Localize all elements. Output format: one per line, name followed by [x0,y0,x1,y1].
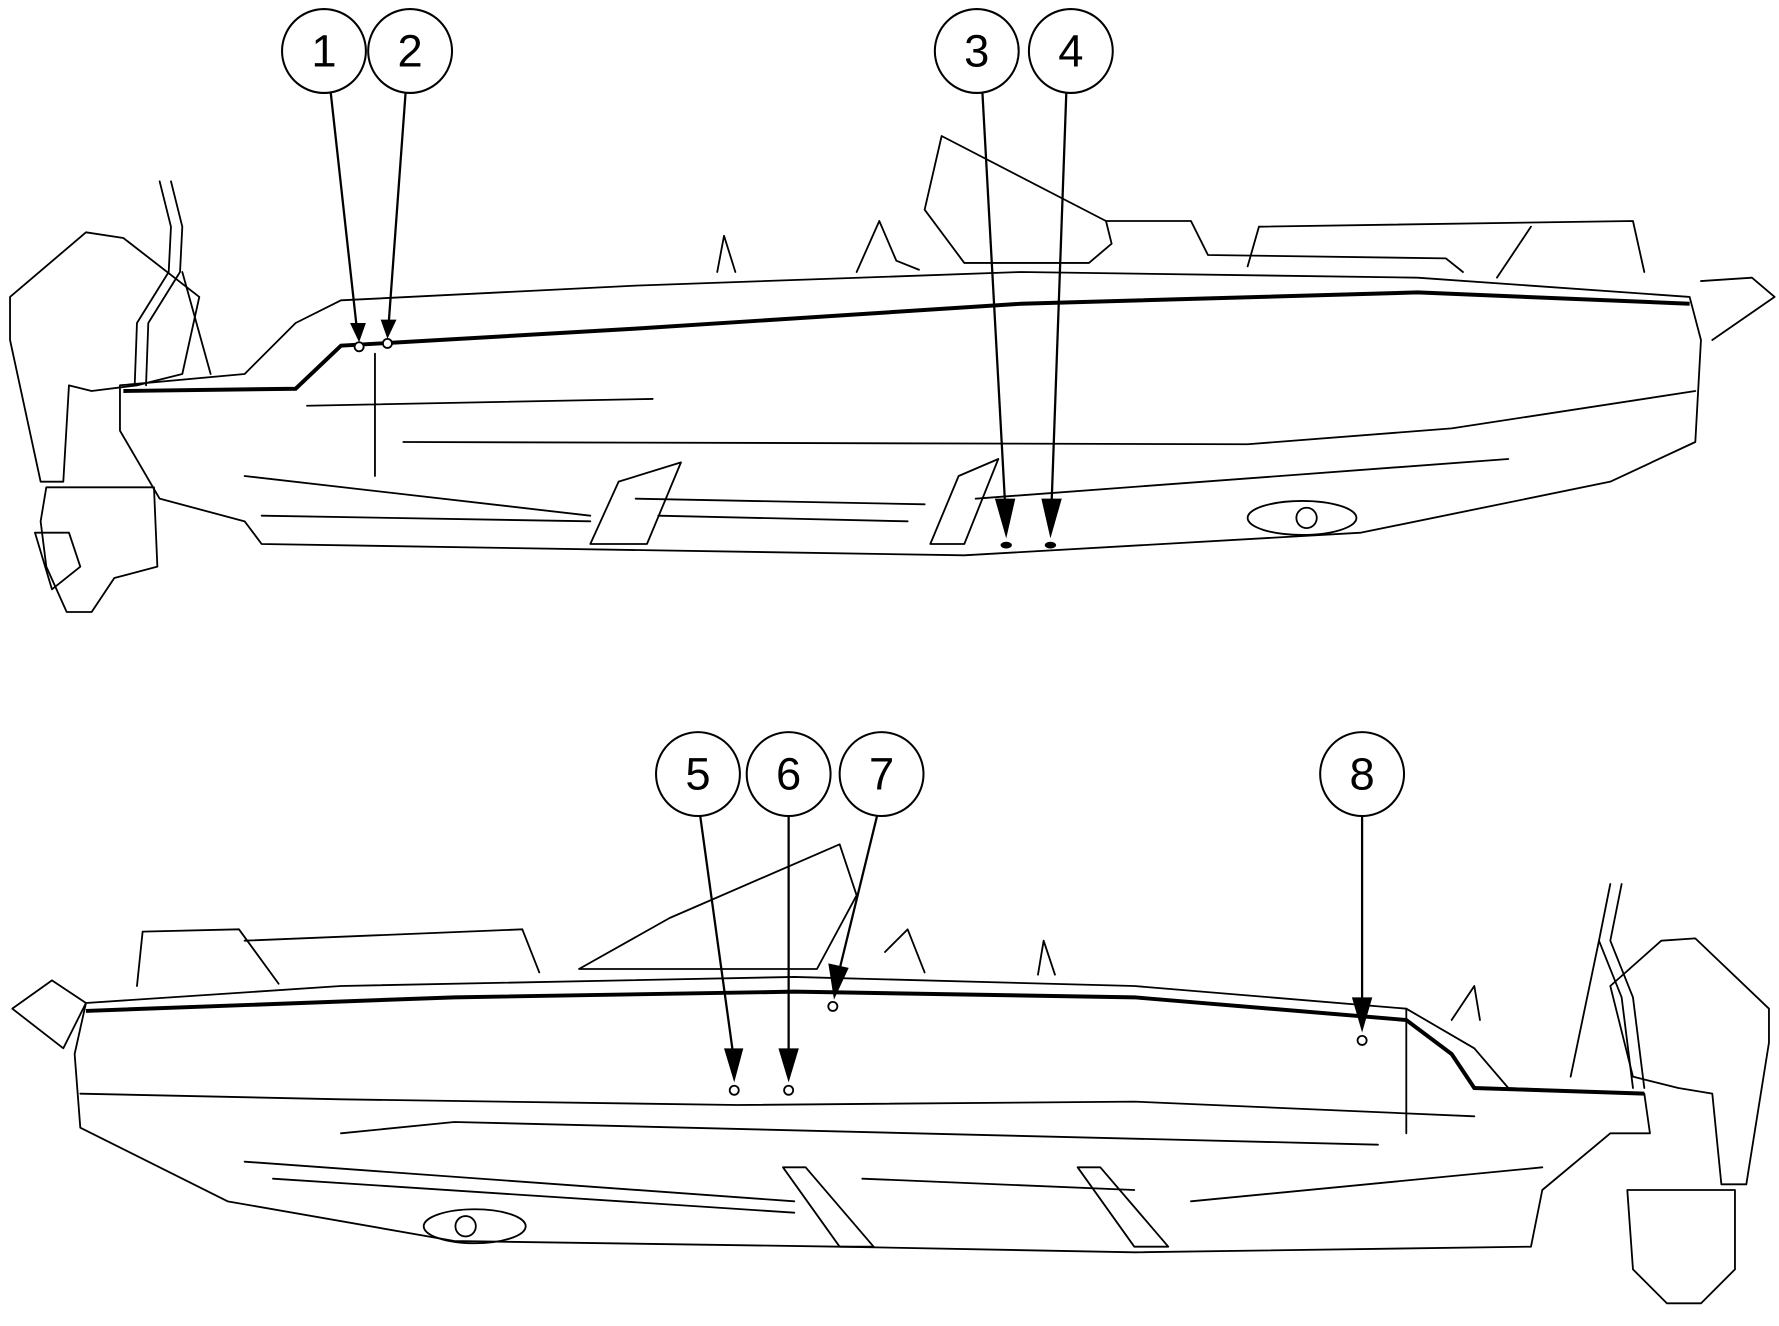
outboard-motor [1609,937,1770,1186]
windscreen [578,843,858,970]
outboard-motor [9,231,201,483]
callout-number: 8 [1349,749,1374,800]
ski-pole [133,180,212,387]
boat-bottom-view [11,843,1770,1305]
callouts: 1 2 3 4 5 [281,8,1406,1096]
callout-4: 4 [1027,8,1114,549]
ski-pole [1569,883,1646,1089]
callout-number: 1 [311,26,336,77]
callout-number: 3 [964,26,989,77]
callout-1: 1 [281,8,367,353]
callout-number: 5 [685,749,710,800]
callout-7: 7 [827,731,925,1012]
callout-number: 6 [776,749,801,800]
boat-top-view [9,135,1776,613]
callout-number: 4 [1058,26,1083,77]
callout-2: 2 [367,8,454,349]
hull-outline [73,976,1651,1254]
callout-6: 6 [745,731,832,1096]
callout-8: 8 [1319,731,1406,1046]
callout-5: 5 [655,731,744,1096]
windscreen [923,135,1113,264]
callout-number: 2 [397,26,422,77]
callout-number: 7 [869,749,894,800]
hull-outline [119,271,1702,557]
callout-3: 3 [933,8,1020,549]
